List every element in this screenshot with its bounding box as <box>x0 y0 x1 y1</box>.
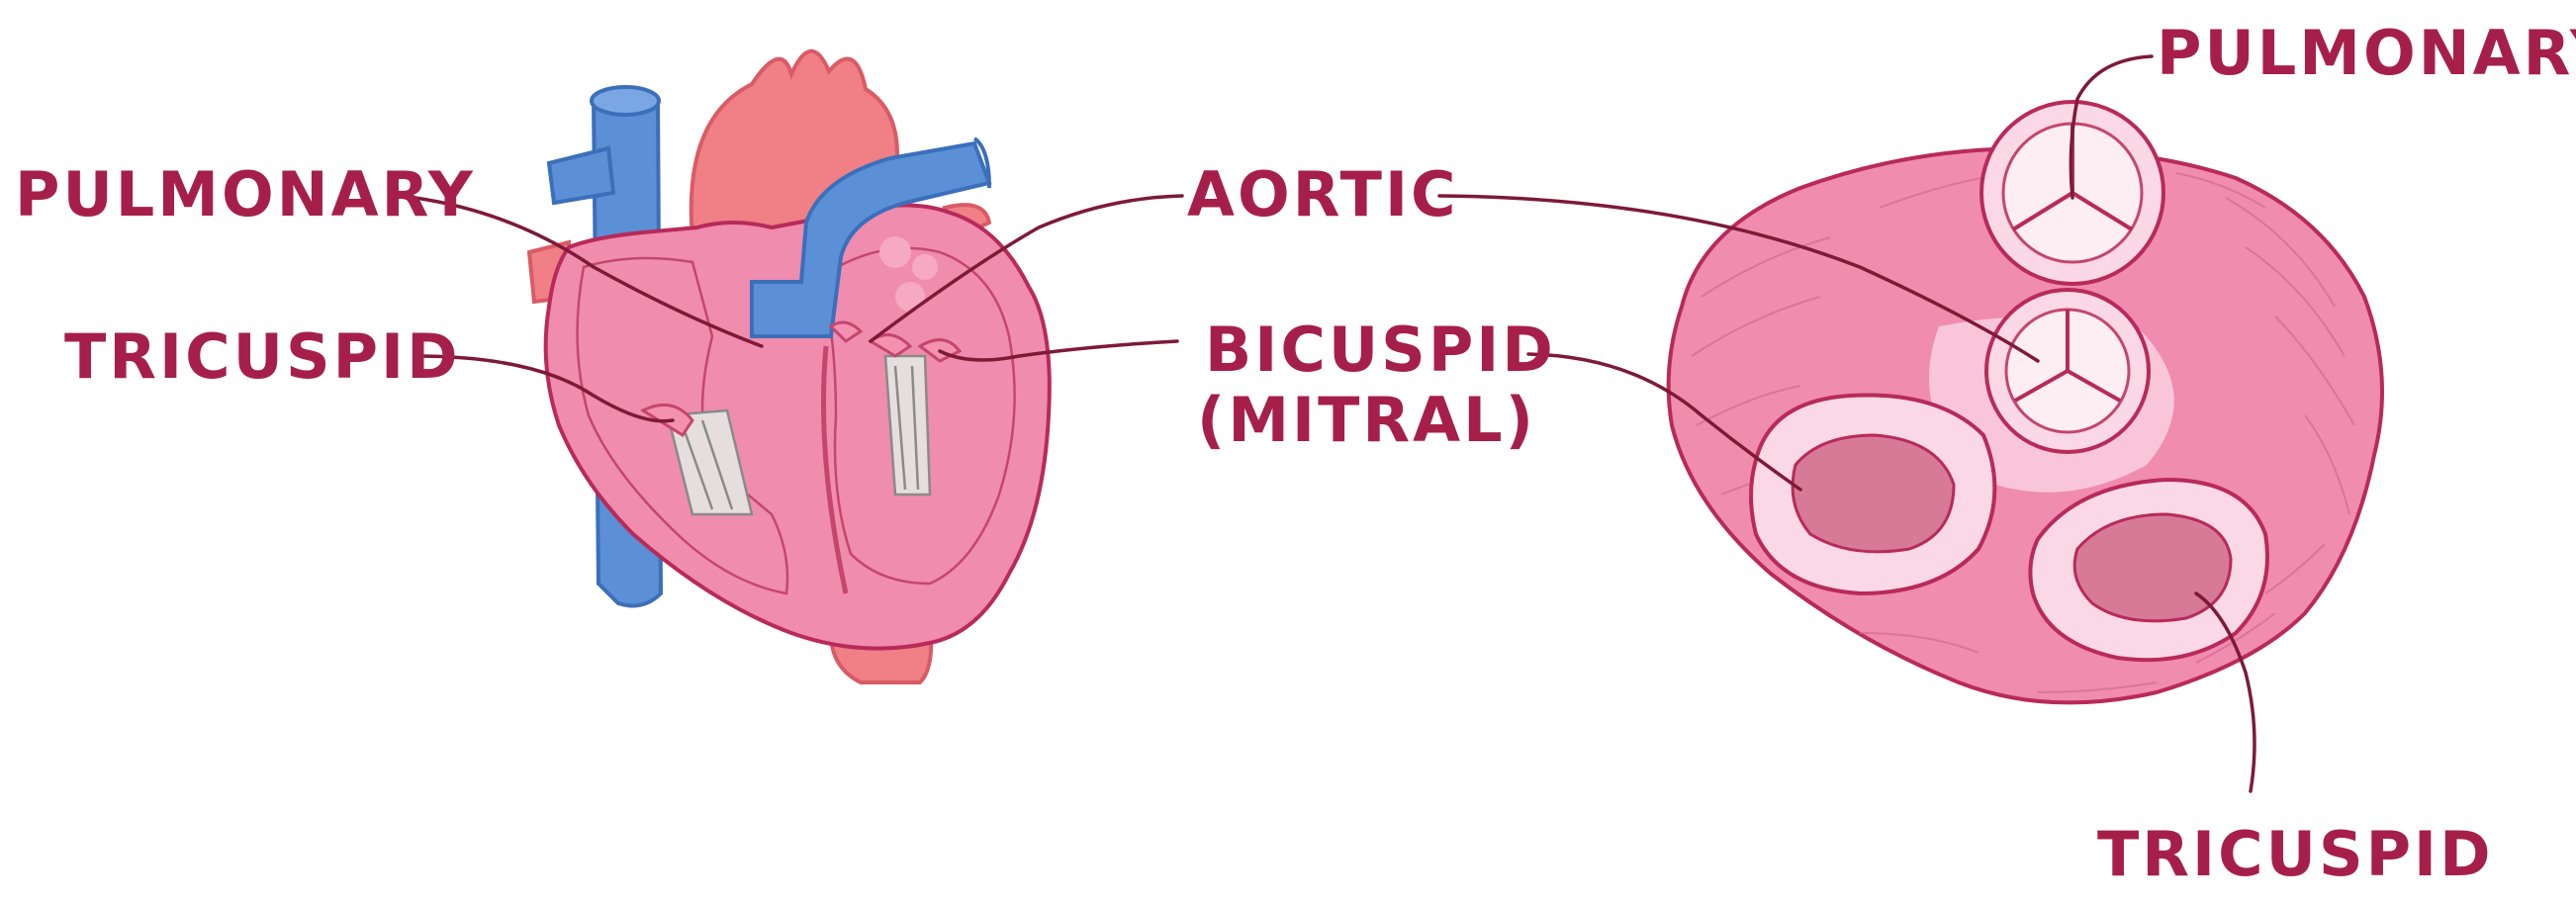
label-tricuspid-left: TRICUSPID <box>64 320 461 393</box>
atrium-texture <box>879 236 938 312</box>
leader-tricuspid-right <box>2194 591 2256 793</box>
right-heart-chambers <box>576 256 789 595</box>
chordae-tendineae <box>666 354 932 516</box>
leader-tricuspid-left <box>414 354 675 423</box>
pulmonary-trunk <box>750 136 992 338</box>
leader-aortic-right <box>1437 194 2040 363</box>
leader-lines <box>414 54 2256 793</box>
tricuspid-valve <box>2028 477 2269 663</box>
labels: PULMONARY TRICUSPID AORTIC BICUSPID (MIT… <box>15 17 2576 890</box>
label-bicuspid: BICUSPID <box>1205 314 1556 386</box>
septum <box>821 345 849 594</box>
label-aortic: AORTIC <box>1187 158 1459 230</box>
leader-pulmonary-left <box>414 196 764 348</box>
label-pulmonary-left: PULMONARY <box>15 158 476 230</box>
leader-bicuspid-left <box>938 339 1179 362</box>
left-heart-chambers <box>819 246 1016 586</box>
label-pulmonary-right: PULMONARY <box>2157 17 2576 89</box>
frontal-heart-illustration <box>526 48 1052 684</box>
label-tricuspid-right: TRICUSPID <box>2097 818 2494 890</box>
leader-bicuspid-right <box>1526 352 1802 492</box>
leader-aortic-left <box>869 194 1184 343</box>
aortic-valve <box>1984 288 2151 454</box>
leader-pulmonary-right <box>2069 54 2154 200</box>
mitral-valve <box>1749 393 1997 596</box>
label-mitral: (MITRAL) <box>1197 384 1536 456</box>
valve-plane-illustration <box>1666 100 2384 705</box>
